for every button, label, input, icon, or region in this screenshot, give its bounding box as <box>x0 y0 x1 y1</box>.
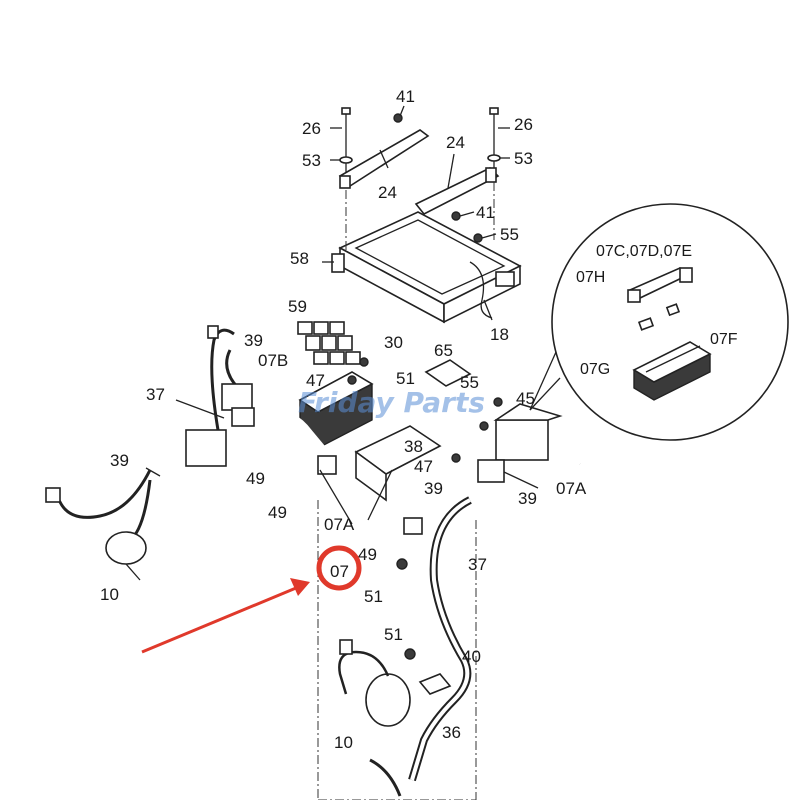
callout-07B: 07B <box>258 351 288 370</box>
callout-41-mid: 41 <box>476 203 495 222</box>
callout-40: 40 <box>462 647 481 666</box>
callout-49-mid: 49 <box>268 503 287 522</box>
callout-55-top: 55 <box>500 225 519 244</box>
callout-58: 58 <box>290 249 309 268</box>
detail-label-07H: 07H <box>576 269 605 286</box>
callout-18: 18 <box>490 325 509 344</box>
callout-51-upper: 51 <box>396 369 415 388</box>
callout-49-left: 49 <box>246 469 265 488</box>
detail-label-07C-07D-07E: 07C,07D,07E <box>596 243 692 260</box>
pointer-arrow-line <box>141 586 297 654</box>
callout-53-left: 53 <box>302 151 321 170</box>
callout-49-lower: 49 <box>358 545 377 564</box>
callout-47-mid: 47 <box>414 457 433 476</box>
detail-label-07F: 07F <box>710 331 738 348</box>
highlight-label: 07 <box>330 562 349 581</box>
callout-51-bottom: 51 <box>384 625 403 644</box>
highlight-annotation: 07 <box>141 545 362 654</box>
callout-37-left: 37 <box>146 385 165 404</box>
callout-24-right: 24 <box>446 133 465 152</box>
callout-07A-right: 07A <box>556 479 587 498</box>
detail-labels: 07C,07D,07E 07H 07G 07F <box>576 243 738 378</box>
callout-24-left: 24 <box>378 183 397 202</box>
callout-38: 38 <box>404 437 423 456</box>
controller-assembly <box>331 107 522 324</box>
callout-39-upper: 39 <box>244 331 263 350</box>
callout-59: 59 <box>288 297 307 316</box>
callout-26-right: 26 <box>514 115 533 134</box>
callout-10-bottom: 10 <box>334 733 353 752</box>
callout-30: 30 <box>384 333 403 352</box>
callout-65: 65 <box>434 341 453 360</box>
callout-39-right: 39 <box>518 489 537 508</box>
callout-37-right: 37 <box>468 555 487 574</box>
pointer-arrow-head <box>290 578 310 596</box>
callout-47-upper: 47 <box>306 371 325 390</box>
leader-lines <box>145 105 539 525</box>
callout-labels: 26 53 41 24 24 26 53 41 55 58 18 59 39 0… <box>100 87 587 752</box>
watermark-text: Friday Parts <box>298 386 485 419</box>
callout-36: 36 <box>442 723 461 742</box>
callout-26-left: 26 <box>302 119 321 138</box>
callout-53-right: 53 <box>514 149 533 168</box>
callout-07A-left: 07A <box>324 515 355 534</box>
callout-10-left: 10 <box>100 585 119 604</box>
callout-39-left: 39 <box>110 451 129 470</box>
callout-55-mid: 55 <box>460 373 479 392</box>
callout-39-mid: 39 <box>424 479 443 498</box>
wire-harness <box>45 325 581 800</box>
callout-51-lower: 51 <box>364 587 383 606</box>
highlight-circle <box>316 545 362 591</box>
detail-inset <box>529 203 789 441</box>
callout-41-top: 41 <box>396 87 415 106</box>
callout-45: 45 <box>516 389 535 408</box>
detail-label-07G: 07G <box>580 361 610 378</box>
